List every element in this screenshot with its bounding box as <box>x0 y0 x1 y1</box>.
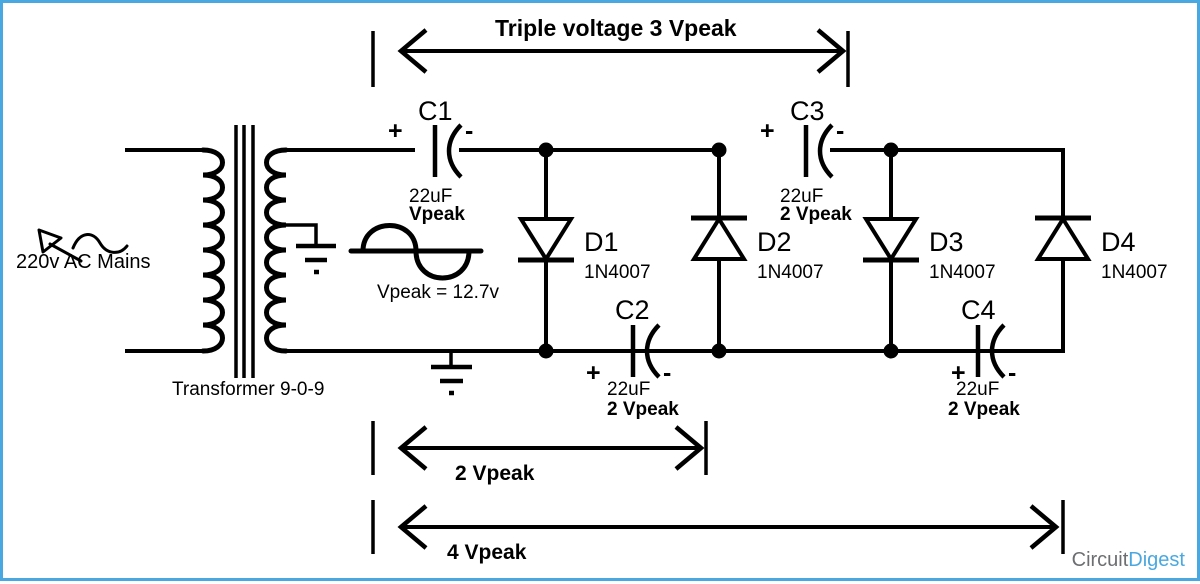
transformer-label: Transformer 9-0-9 <box>172 379 324 400</box>
measurement-top: Triple voltage 3 Vpeak <box>371 15 850 87</box>
c1-ref-label: C1 <box>418 96 453 126</box>
measurement-top-left-arrowhead <box>397 28 428 74</box>
c3-rating-label: 2 Vpeak <box>780 204 852 225</box>
measurement-bottom-right-arrowhead <box>1029 504 1060 550</box>
measurement-bottom: 4 Vpeak <box>371 500 1065 564</box>
c4-ref-label: C4 <box>961 295 996 325</box>
c3-value-label: 22uF <box>780 186 823 207</box>
d3-triangle <box>862 217 920 263</box>
measurement-middle: 2 Vpeak <box>371 421 708 485</box>
c1-rating-label: Vpeak <box>409 204 465 225</box>
diode-d3: D3 1N4007 <box>862 217 996 283</box>
c4-rating-label: 2 Vpeak <box>948 399 1020 420</box>
c3-plus-sign: + <box>760 117 775 145</box>
transformer: Transformer 9-0-9 <box>125 125 324 400</box>
junction-c-bottom <box>883 343 899 359</box>
junction-a-bottom <box>538 343 554 359</box>
c3-right-plate <box>817 123 834 179</box>
c4-plus-sign: + <box>951 359 966 387</box>
waveform-sine-curve <box>360 223 472 281</box>
ac-source-sine-glyph <box>71 233 129 254</box>
measurement-middle-right-arrowhead <box>674 425 705 471</box>
c1-plus-sign: + <box>388 117 403 145</box>
voltage-multiplier-schematic: Triple voltage 3 Vpeak 220v AC Mains Tra… <box>16 15 1168 564</box>
c4-right-plate <box>989 323 1006 379</box>
capacitor-c1: C1 + - 22uF Vpeak <box>388 96 548 225</box>
c2-plus-sign: + <box>586 359 601 387</box>
measurement-middle-left-arrowhead <box>397 425 428 471</box>
d2-part-label: 1N4007 <box>757 262 824 283</box>
c3-minus-sign: - <box>836 117 844 145</box>
measurement-top-right-arrowhead <box>816 28 847 74</box>
primary-winding <box>200 147 225 354</box>
c3-ref-label: C3 <box>790 96 825 126</box>
measurement-middle-label: 2 Vpeak <box>455 462 535 485</box>
d1-ref-label: D1 <box>584 227 619 257</box>
d1-triangle <box>517 217 575 263</box>
c1-value-label: 22uF <box>409 186 452 207</box>
c2-rating-label: 2 Vpeak <box>607 399 679 420</box>
c1-minus-sign: - <box>465 117 473 145</box>
measurement-bottom-label: 4 Vpeak <box>447 541 527 564</box>
measurement-bottom-left-arrowhead <box>397 504 428 550</box>
bottom-rail-ground <box>431 349 472 396</box>
junction-b-top <box>711 142 727 158</box>
d2-triangle <box>690 215 748 261</box>
secondary-center-tap-ground <box>284 223 336 275</box>
d4-ref-label: D4 <box>1101 227 1136 257</box>
capacitor-c3: C3 + - 22uF 2 Vpeak <box>760 96 852 225</box>
d2-ref-label: D2 <box>757 227 792 257</box>
diode-d1: D1 1N4007 <box>517 217 651 283</box>
vpeak-waveform-icon: Vpeak = 12.7v <box>348 223 500 303</box>
vpeak-value-label: Vpeak = 12.7v <box>377 282 500 303</box>
center-tap-lead <box>284 223 318 246</box>
capacitor-c4: C4 + - 22uF 2 Vpeak <box>948 295 1020 420</box>
ac-source-label: 220v AC Mains <box>16 251 151 273</box>
ac-source-icon <box>37 228 129 263</box>
d4-part-label: 1N4007 <box>1101 262 1168 283</box>
d3-ref-label: D3 <box>929 227 964 257</box>
diode-d2: D2 1N4007 <box>690 215 824 283</box>
logo-text-digest: Digest <box>1128 549 1185 571</box>
c2-value-label: 22uF <box>607 379 650 400</box>
d1-part-label: 1N4007 <box>584 262 651 283</box>
c2-ref-label: C2 <box>615 295 650 325</box>
diode-d4: D4 1N4007 <box>1034 215 1168 283</box>
measurement-top-label: Triple voltage 3 Vpeak <box>495 15 737 41</box>
c4-value-label: 22uF <box>956 379 999 400</box>
circuitdigest-logo: CircuitDigest <box>1072 549 1185 572</box>
d4-triangle <box>1034 215 1092 261</box>
c2-right-plate <box>644 323 661 379</box>
d3-part-label: 1N4007 <box>929 262 996 283</box>
c4-minus-sign: - <box>1008 359 1016 387</box>
junction-b-bottom <box>711 343 727 359</box>
capacitor-c2: C2 + - 22uF 2 Vpeak <box>586 295 679 420</box>
secondary-winding <box>264 147 289 354</box>
c2-minus-sign: - <box>663 359 671 387</box>
logo-text-circuit: Circuit <box>1071 549 1129 571</box>
c1-right-plate <box>446 123 463 179</box>
ac-source-leader <box>48 242 83 263</box>
